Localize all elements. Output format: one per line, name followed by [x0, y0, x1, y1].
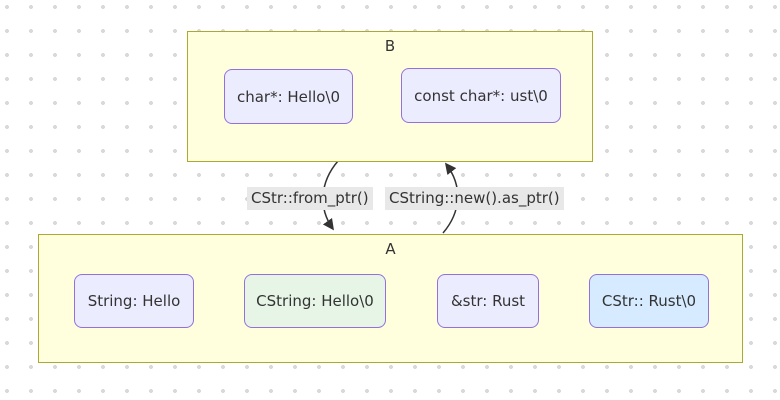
node-label: &str: Rust [450, 292, 526, 310]
node-label: CString: Hello\0 [256, 292, 374, 310]
node-cstr-rust: CStr:: Rust\0 [589, 274, 709, 328]
node-cstring-hello: CString: Hello\0 [244, 274, 386, 328]
cluster-b: B char*: Hello\0 const char*: ust\0 [187, 31, 593, 162]
cluster-a-title: A [385, 240, 396, 258]
node-char-ptr-hello: char*: Hello\0 [224, 69, 353, 124]
node-label: char*: Hello\0 [236, 87, 341, 106]
node-string-hello: String: Hello [74, 274, 194, 328]
cluster-a: A String: Hello CString: Hello\0 &str: R… [38, 234, 743, 363]
node-label: CStr:: Rust\0 [601, 292, 697, 310]
node-str-rust: &str: Rust [437, 274, 539, 328]
cluster-b-title: B [384, 37, 396, 55]
node-label: const char*: ust\0 [414, 86, 548, 105]
node-label: String: Hello [87, 292, 181, 310]
edge-label-cstring-new-as-ptr: CString::new().as_ptr() [385, 187, 564, 210]
edge-label-cstr-from-ptr: CStr::from_ptr() [247, 187, 373, 210]
node-const-char-ptr: const char*: ust\0 [401, 68, 561, 123]
